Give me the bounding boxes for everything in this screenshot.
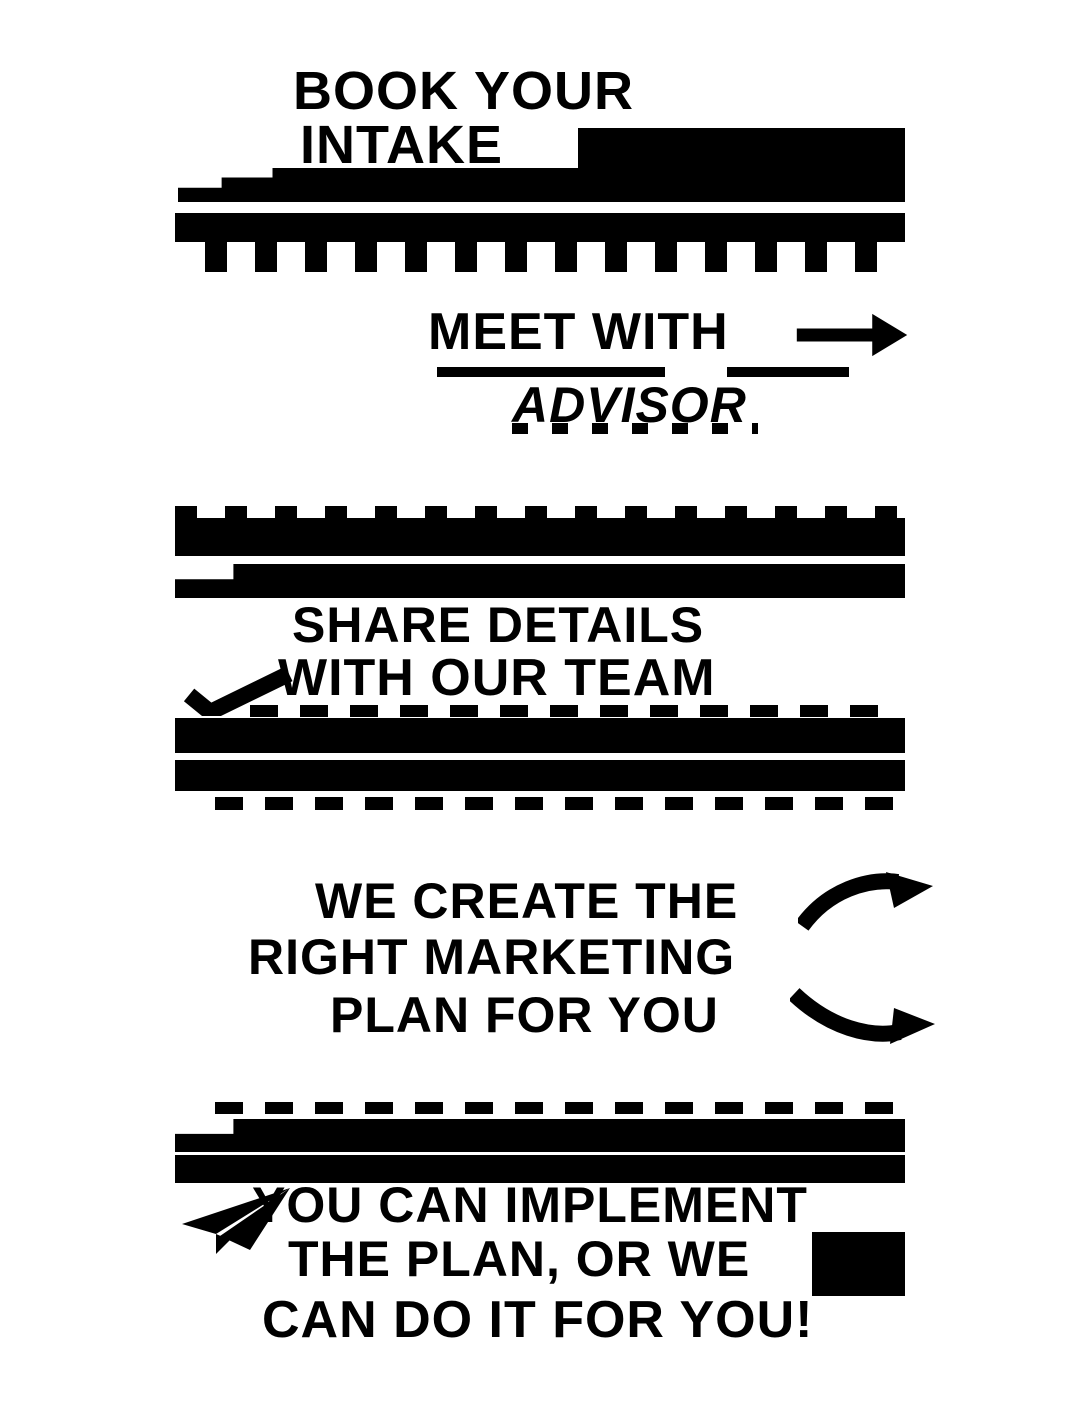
step1-line2: INTAKE [300,115,503,175]
divider-bar [175,718,905,753]
divider-bar [178,168,905,202]
step1-line1: BOOK YOUR [293,61,635,121]
strike-bar [437,367,665,377]
step3-line2: WITH OUR TEAM [278,649,716,707]
divider-bar [175,1119,905,1152]
step3-line1: SHARE DETAILS [292,597,705,653]
step4-line2: RIGHT MARKETING [248,929,736,985]
divider-bar [175,564,905,598]
divider-bar [175,518,905,556]
step2-line2: ADVISOR [512,377,747,433]
divider-bar [175,1155,905,1183]
arrow-right-icon [793,312,911,358]
divider-bar [175,213,905,242]
step5-line3: CAN DO IT FOR YOU! [262,1291,814,1349]
dashed-divider-row [215,797,905,810]
dotted-underline-row [512,423,758,434]
step4-line1: WE CREATE THE [315,873,739,929]
step5-line2: THE PLAN, OR WE [288,1231,751,1287]
toothed-divider-row [175,506,905,520]
dashed-divider-row [215,1102,905,1114]
step4-line3: PLAN FOR YOU [330,987,719,1043]
curved-arrow-icon [798,872,933,936]
strike-bar [727,367,849,377]
paper-plane-icon [172,1188,290,1254]
curved-arrow-icon [790,984,935,1044]
divider-bar [175,760,905,791]
step2-line1: MEET WITH [428,303,729,361]
dashed-divider-row [250,705,890,717]
redaction-block-step5 [812,1232,905,1296]
toothed-divider-row [205,242,883,272]
step5-line1: YOU CAN IMPLEMENT [252,1177,808,1233]
check-icon [180,668,298,716]
